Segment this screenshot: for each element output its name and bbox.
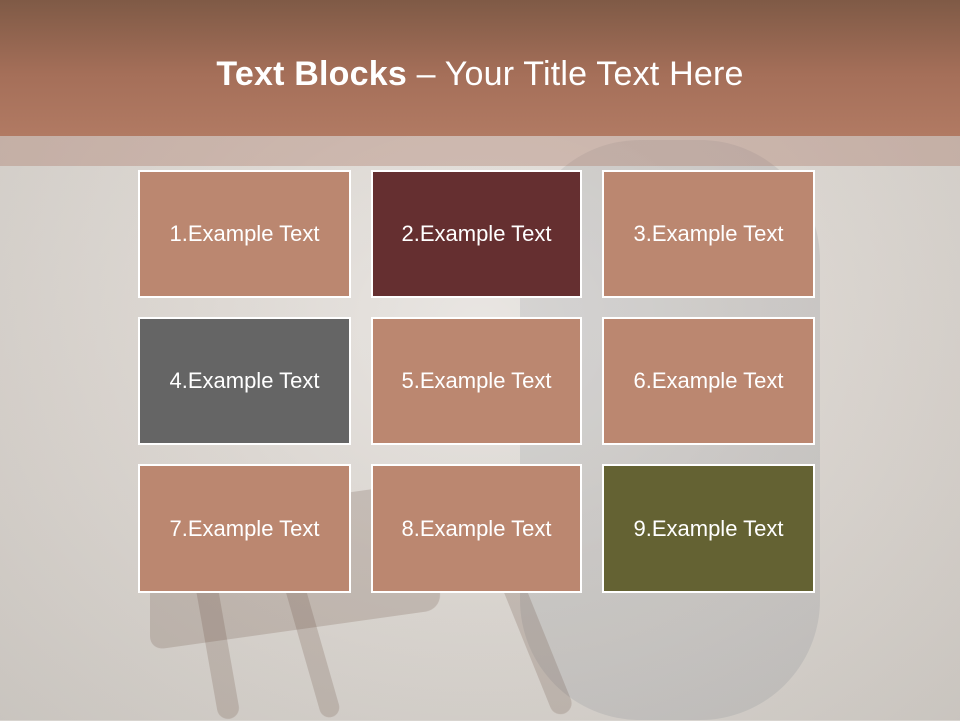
- text-block-grid: 1.Example Text 2.Example Text 3.Example …: [138, 170, 815, 594]
- page-title-separator: –: [406, 55, 445, 93]
- text-block-2: 2.Example Text: [371, 170, 582, 298]
- text-block-7: 7.Example Text: [138, 464, 351, 593]
- title-banner: Text Blocks – Your Title Text Here: [0, 0, 960, 136]
- text-block-8: 8.Example Text: [371, 464, 582, 593]
- page-title: Text Blocks – Your Title Text Here: [0, 52, 960, 96]
- text-block-5: 5.Example Text: [371, 317, 582, 445]
- text-block-3: 3.Example Text: [602, 170, 815, 298]
- page-title-rest: Your Title Text Here: [444, 55, 744, 93]
- text-block-1: 1.Example Text: [138, 170, 351, 298]
- text-block-6: 6.Example Text: [602, 317, 815, 445]
- page-title-bold: Text Blocks: [216, 55, 407, 93]
- text-block-9: 9.Example Text: [602, 464, 815, 593]
- title-banner-strip: [0, 136, 960, 166]
- text-block-4: 4.Example Text: [138, 317, 351, 445]
